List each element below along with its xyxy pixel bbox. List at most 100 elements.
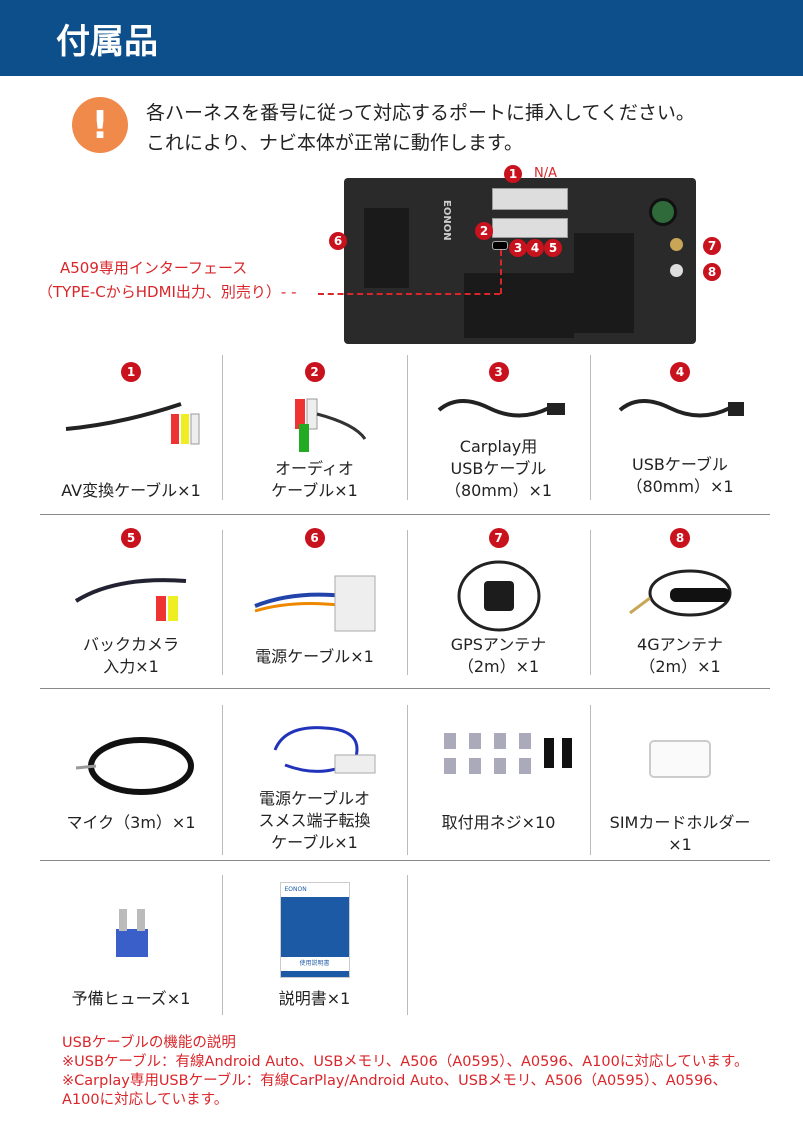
divider — [407, 875, 408, 1015]
item-caption: ケーブル×1 — [271, 481, 358, 500]
item-manual: EONON 使用説明書 説明書×1 — [222, 878, 407, 1018]
item-caption: USBケーブル — [632, 455, 728, 474]
item-gps-antenna: 7 GPSアンテナ （2m）×1 — [407, 528, 590, 678]
item-number-badge: 3 — [488, 362, 509, 382]
notes-line: ※USBケーブル：有線Android Auto、USBメモリ、A506（A059… — [62, 1054, 749, 1070]
notes-line: ※Carplay専用USBケーブル：有線CarPlay/Android Auto… — [62, 1073, 728, 1089]
page-title: 付属品 — [56, 22, 158, 62]
item-caption: オーディオ — [275, 459, 354, 478]
callout-1: 1 — [504, 165, 522, 183]
power-port — [364, 208, 409, 288]
item-spare-fuse: 予備ヒューズ×1 — [40, 878, 222, 1018]
sim-holder-image — [649, 740, 711, 778]
vent — [464, 273, 574, 338]
gps-antenna-image — [457, 560, 540, 632]
header-bar: 付属品 — [0, 0, 803, 76]
item-caption: 電源ケーブル×1 — [255, 647, 374, 666]
row-divider — [40, 688, 770, 689]
item-caption: 電源ケーブルオ — [258, 789, 371, 808]
divider — [222, 355, 223, 500]
item-number-badge: 4 — [670, 362, 690, 382]
type-c-port — [492, 241, 508, 250]
divider — [222, 875, 223, 1015]
item-caption: （2m）×1 — [457, 657, 540, 676]
item-backup-camera-input: 5 バックカメラ入力×1 — [40, 528, 222, 678]
item-caption: Carplay用 — [459, 437, 538, 456]
notice-line-1: 各ハーネスを番号に従って対応するポートに挿入してください。 — [146, 102, 695, 124]
item-screws: 取付用ネジ×10 — [407, 708, 590, 858]
item-caption: SIMカードホルダー — [609, 813, 751, 832]
divider — [222, 530, 223, 675]
item-number-badge: 1 — [121, 362, 141, 382]
4g-antenna-image — [629, 569, 732, 617]
carplay-usb-cable-image — [437, 399, 565, 418]
row-divider — [40, 514, 770, 515]
fuse-image — [116, 909, 148, 957]
4g-port — [670, 264, 683, 277]
callout-2: 2 — [475, 222, 493, 240]
item-number-badge: 2 — [304, 362, 325, 382]
item-caption: マイク（3m）×1 — [66, 813, 196, 832]
callout-4: 4 — [526, 239, 544, 257]
item-usb-cable: 4 USBケーブル （80mm）×1 — [590, 362, 770, 502]
item-caption: 4Gアンテナ — [637, 635, 723, 654]
audio-cable-image — [294, 398, 366, 452]
divider — [407, 530, 408, 675]
item-caption: （80mm）×1 — [626, 477, 734, 496]
divider — [590, 355, 591, 500]
item-microphone: マイク（3m）×1 — [40, 708, 222, 858]
callout-line-v — [500, 250, 502, 294]
notes-line: A100に対応しています。 — [62, 1092, 229, 1108]
item-caption: 予備ヒューズ×1 — [71, 989, 191, 1008]
item-caption: （2m）×1 — [639, 657, 721, 676]
callout-8: 8 — [703, 263, 721, 281]
item-caption: バックカメラ — [82, 635, 179, 654]
connector-1 — [492, 188, 568, 210]
notice-line-2: これにより、ナビ本体が正常に動作します。 — [146, 132, 523, 154]
divider — [407, 355, 408, 500]
screws-image — [443, 733, 572, 774]
item-caption: 取付用ネジ×10 — [441, 813, 556, 832]
item-caption: （80mm）×1 — [444, 481, 553, 500]
divider — [590, 530, 591, 675]
callout-line — [318, 293, 500, 295]
divider — [407, 705, 408, 855]
callout-6: 6 — [329, 232, 347, 250]
divider — [590, 705, 591, 855]
manual-brand: EONON — [280, 883, 349, 897]
item-number-badge: 8 — [670, 528, 690, 548]
connector-2 — [492, 218, 568, 238]
item-power-cable: 6 電源ケーブル×1 — [222, 528, 407, 678]
item-number-badge: 7 — [488, 528, 509, 548]
item-caption: USBケーブル — [450, 459, 547, 478]
antenna-port — [649, 198, 677, 226]
microphone-image — [75, 737, 194, 795]
vent-right — [574, 233, 634, 333]
head-unit-rear-image: EONON — [344, 178, 696, 344]
power-cable-image — [253, 575, 375, 632]
notice-text: 各ハーネスを番号に従って対応するポートに挿入してください。 これにより、ナビ本体… — [146, 98, 695, 158]
interface-label-1: A509専用インターフェース — [60, 259, 248, 277]
item-caption: ×1 — [668, 835, 692, 854]
item-caption: 説明書×1 — [278, 989, 351, 1008]
brand-logo: EONON — [441, 200, 452, 241]
item-power-adapter-cable: 電源ケーブルオスメス端子転換ケーブル×1 — [222, 708, 407, 858]
item-carplay-usb-cable: 3 Carplay用 USBケーブル （80mm）×1 — [407, 362, 590, 502]
adapter-cable-image — [273, 726, 375, 774]
item-caption: GPSアンテナ — [450, 635, 547, 654]
divider — [222, 705, 223, 855]
usb-cable-image — [618, 399, 744, 418]
item-caption: スメス端子転換 — [258, 811, 371, 830]
item-caption: ケーブル×1 — [271, 833, 358, 852]
callout-3: 3 — [509, 239, 527, 257]
notes-title: USBケーブルの機能の説明 — [62, 1035, 236, 1051]
item-caption: AV変換ケーブル×1 — [61, 481, 201, 500]
item-caption: 入力×1 — [103, 657, 159, 676]
callout-7: 7 — [703, 237, 721, 255]
backup-camera-cable-image — [74, 578, 187, 621]
item-sim-holder: SIMカードホルダー ×1 — [590, 708, 770, 858]
item-audio-cable: 2 オーディオケーブル×1 — [222, 362, 407, 502]
manual-image: EONON 使用説明書 — [279, 882, 350, 978]
row-divider — [40, 860, 770, 861]
item-4g-antenna: 8 4Gアンテナ （2m）×1 — [590, 528, 770, 678]
